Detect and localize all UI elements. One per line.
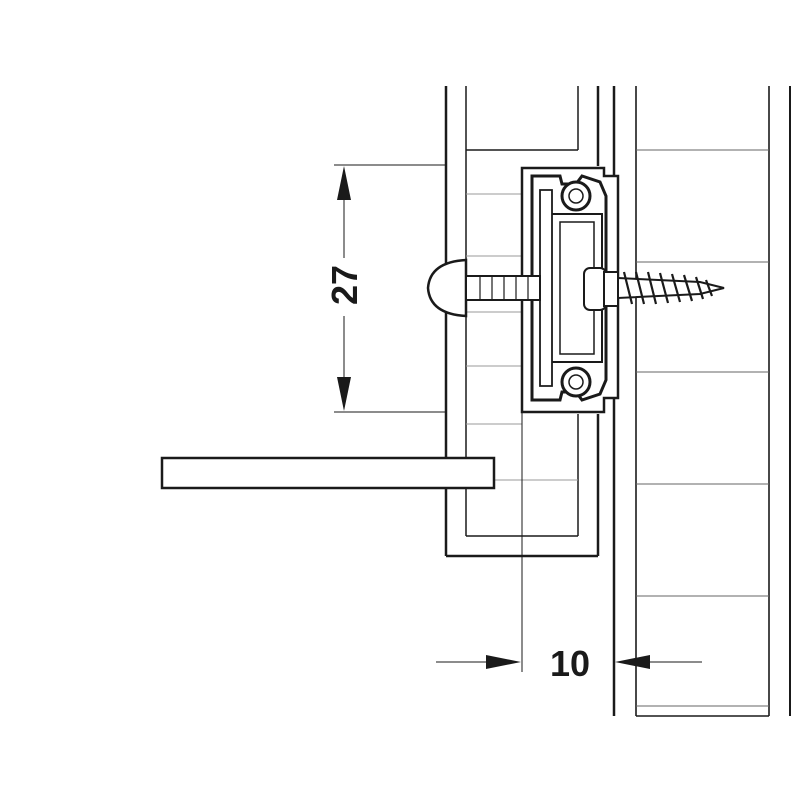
cabinet-side-panel: [612, 86, 791, 717]
arrow-right-icon: [486, 655, 521, 669]
wood-screw-icon: [603, 271, 725, 307]
arrow-down-icon: [337, 377, 351, 411]
arrow-up-icon: [337, 166, 351, 200]
bottom-ball-bearing: [560, 366, 592, 398]
drawer-screw-icon: [426, 258, 541, 318]
drawer-bottom-board: [160, 456, 496, 490]
offset-dimension-label: 10: [550, 643, 590, 684]
panel-grid-lines: [636, 149, 769, 707]
offset-dimension: 10: [436, 412, 702, 684]
arrow-left-icon: [615, 655, 650, 669]
slide-rail-assembly: [520, 166, 620, 414]
top-ball-bearing: [560, 180, 592, 212]
height-dimension-label: 27: [324, 265, 365, 305]
height-dimension: 27: [324, 164, 446, 413]
